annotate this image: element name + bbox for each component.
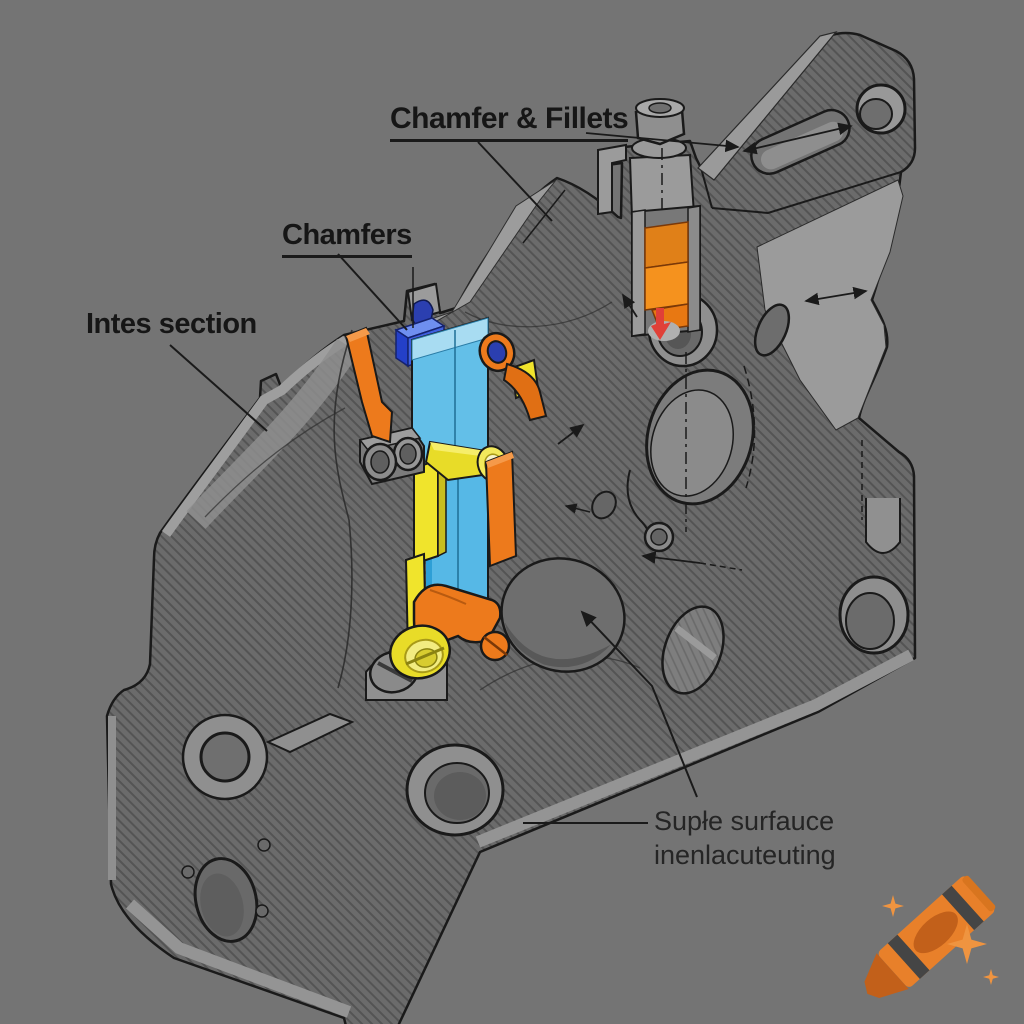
- dim-arrow-right-face: [804, 286, 868, 306]
- slope-bottom-band: [475, 649, 914, 848]
- section-highlights: [344, 282, 548, 694]
- cavity-shadow: [504, 622, 612, 668]
- arrow-ring-tail: [699, 562, 743, 571]
- upper-slot-hole: [753, 303, 791, 357]
- crayon-butt: [962, 875, 996, 912]
- red-down-arrow: [651, 308, 671, 340]
- chamfer-fillets-leader-2: [585, 132, 740, 153]
- holes: [181, 292, 910, 943]
- label-chamfer-fillets: Chamfer & Fillets: [390, 102, 629, 142]
- arrow-boss: [622, 293, 638, 318]
- label-surface-note: Supłe surfauce inenlacuteuting: [654, 804, 836, 872]
- sparkle-icon: [882, 895, 904, 917]
- dot-hole: [257, 838, 271, 852]
- gray-bushing: [358, 426, 425, 486]
- ring-hole-bore: [650, 528, 668, 546]
- dim-arrow-arm: [742, 122, 853, 155]
- orange-cylinder-bore: [486, 340, 508, 364]
- orange-block-upper: [644, 221, 689, 269]
- dot-hole: [181, 865, 195, 879]
- sparkle-icon: [947, 924, 987, 964]
- dashed-arc: [743, 365, 756, 489]
- kidney-hole: [591, 490, 617, 520]
- arm-body-crease: [711, 171, 902, 215]
- foot-ear-hole: [199, 731, 251, 783]
- wing-contour: [204, 407, 346, 518]
- intes-leader: [169, 344, 268, 432]
- sparkle-icon: [983, 969, 999, 985]
- tower-arm-crease: [700, 167, 713, 209]
- crayon-label: [913, 911, 958, 954]
- channel-left-wall: [631, 209, 646, 337]
- label-chamfers: Chamfers: [282, 219, 412, 258]
- annotation-lines: [169, 122, 868, 824]
- central-bore-inner: [650, 389, 735, 497]
- foot-oval-hole-deep: [200, 873, 244, 937]
- dark-cavity: [500, 557, 626, 673]
- arrow-small-left: [564, 503, 591, 514]
- surface-note-line1: Supłe surfauce: [654, 806, 835, 836]
- label-intes-section: Intes section: [86, 308, 257, 340]
- dot-hole: [255, 904, 269, 918]
- surface-note-line2: inenlacuteuting: [654, 840, 836, 870]
- crayon-stripe: [887, 934, 930, 979]
- crayon-stripe: [941, 885, 984, 931]
- chamfers-leader: [337, 253, 408, 331]
- wing-top-face: [161, 335, 349, 537]
- bolt-head-socket: [648, 102, 672, 114]
- channel-right-wall: [687, 205, 701, 333]
- crossing-dim-line: [522, 189, 566, 244]
- bottom-right-bore-inner: [845, 592, 895, 650]
- wing-smooth-valley: [186, 338, 359, 529]
- bottom-ring-bore-deep: [434, 772, 486, 820]
- foot-recess: [265, 712, 355, 754]
- arrow-mid-up: [557, 423, 585, 445]
- crayon-tip: [864, 953, 909, 999]
- bolt-assembly: [597, 98, 701, 341]
- orange-arm: [502, 362, 548, 422]
- elongated-hole-glint: [674, 625, 717, 661]
- orange-block-lower: [644, 261, 689, 311]
- surface-leader: [580, 610, 698, 798]
- yellow-ring: [368, 624, 451, 694]
- wing-inner-edge: [333, 329, 353, 689]
- hump-base-contour: [464, 301, 613, 328]
- hook-bracket: [597, 143, 627, 216]
- crayon-logo: [864, 875, 999, 999]
- arrow-ring-hole: [641, 551, 701, 564]
- right-u-notch: [865, 498, 901, 554]
- chamfer-fillets-leader: [477, 141, 553, 222]
- foot-bottom-band: [125, 899, 352, 1018]
- arm-hole-bore: [859, 98, 893, 130]
